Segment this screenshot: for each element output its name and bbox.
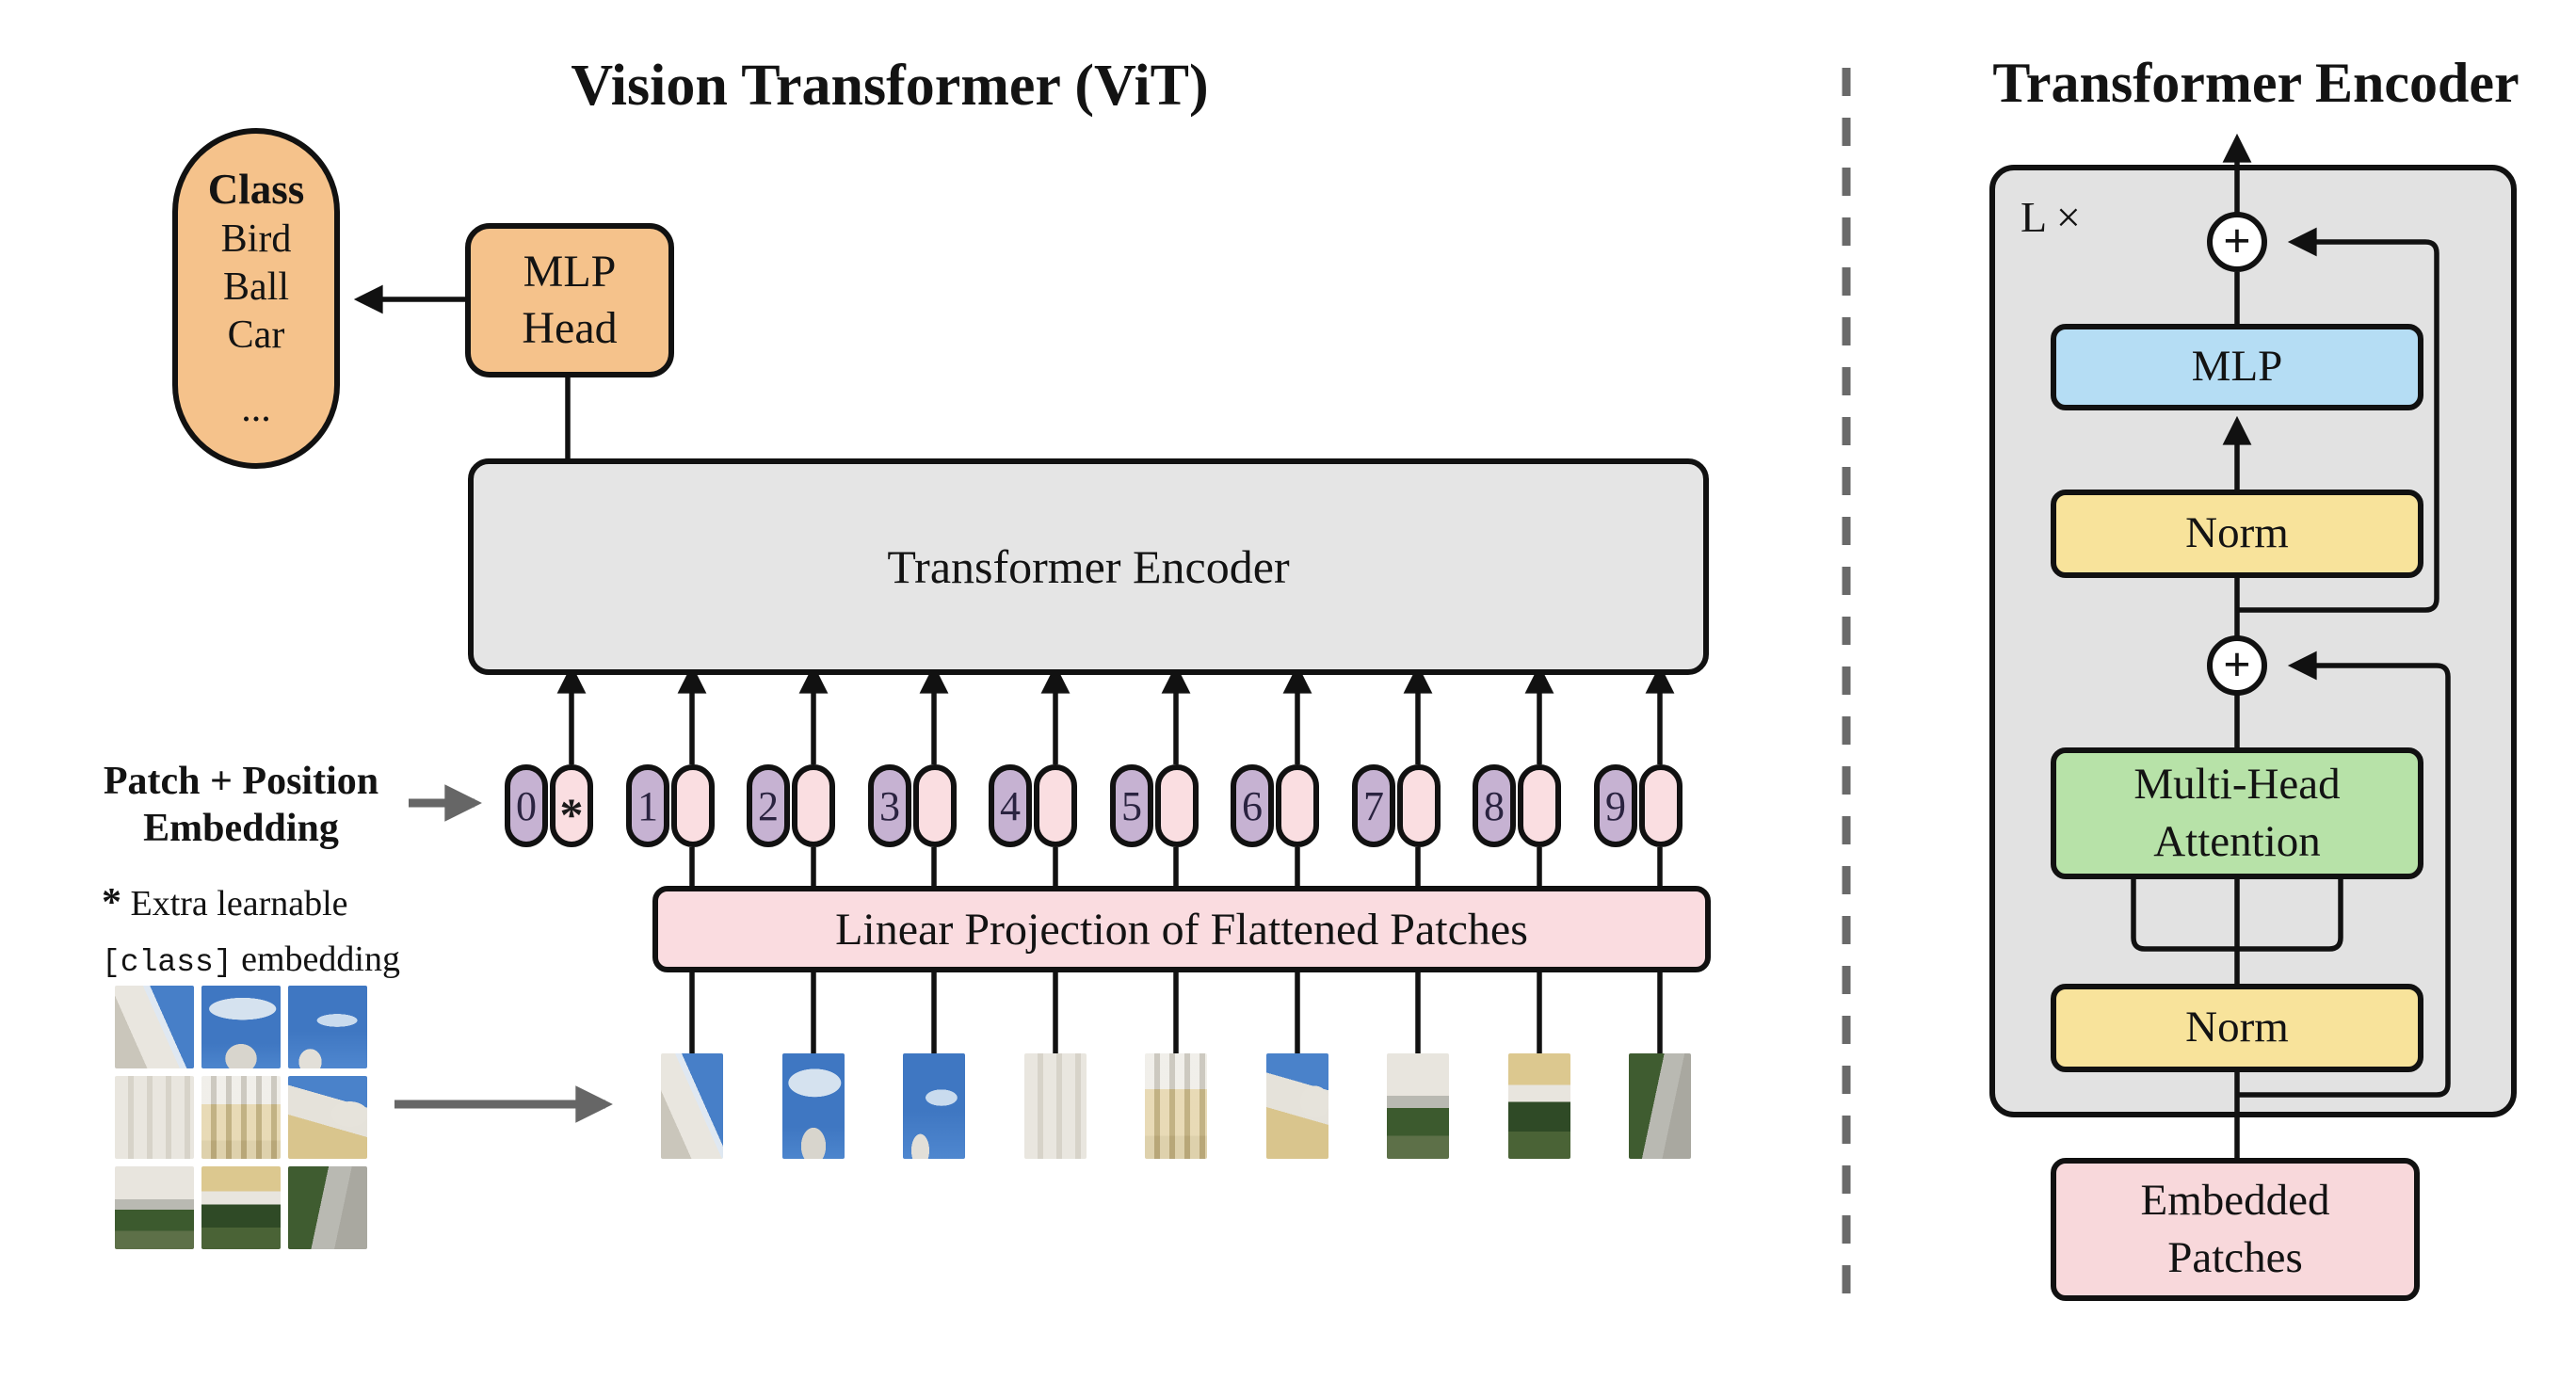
patch-position-line2: Embedding bbox=[143, 806, 339, 850]
patch-embedding-pill-7 bbox=[1397, 764, 1441, 847]
position-token-7: 7 bbox=[1352, 764, 1395, 847]
mha-label-line1: Multi-Head bbox=[2133, 759, 2341, 809]
class-item-bird: Bird bbox=[220, 217, 292, 261]
image-patch-4 bbox=[1024, 1053, 1087, 1159]
footnote-line2-text: embedding bbox=[232, 939, 400, 979]
image-patch-2 bbox=[782, 1053, 845, 1159]
residual-add-top: + bbox=[2207, 212, 2267, 272]
right-figure-title: Transformer Encoder bbox=[1992, 52, 2520, 114]
linear-projection-box: Linear Projection of Flattened Patches bbox=[652, 886, 1711, 972]
footnote-line1: * Extra learnable bbox=[102, 874, 400, 933]
norm-bottom-box: Norm bbox=[2051, 984, 2423, 1072]
norm-bottom-label: Norm bbox=[2185, 1003, 2289, 1052]
image-patch-3 bbox=[903, 1053, 965, 1159]
position-token-1: 1 bbox=[626, 764, 669, 847]
position-token-8: 8 bbox=[1473, 764, 1516, 847]
position-token-9: 9 bbox=[1594, 764, 1637, 847]
multi-head-attention-box: Multi-Head Attention bbox=[2051, 747, 2423, 879]
class-token-pill: * bbox=[550, 764, 593, 847]
layers-count-label: L × bbox=[2021, 193, 2081, 241]
arrow-qkv-right bbox=[2237, 748, 2356, 952]
image-patch-1 bbox=[661, 1053, 723, 1159]
patch-position-embedding-label: Patch + Position Embedding bbox=[79, 759, 403, 852]
residual-skip-top bbox=[2237, 227, 2439, 613]
class-embedding-footnote: * Extra learnable [class] embedding bbox=[102, 874, 400, 987]
patch-embedding-pill-5 bbox=[1155, 764, 1199, 847]
mlp-head-line1: MLP bbox=[523, 247, 617, 297]
mha-label-line2: Attention bbox=[2153, 817, 2321, 866]
patch-embedding-pill-8 bbox=[1518, 764, 1561, 847]
patch-embedding-pill-6 bbox=[1276, 764, 1319, 847]
class-item-car: Car bbox=[227, 313, 285, 358]
class-output-box: Class Bird Ball Car ... bbox=[172, 128, 340, 469]
gray-connectors bbox=[394, 784, 613, 1123]
footnote-class-code: [class] bbox=[102, 945, 233, 980]
linear-projection-label: Linear Projection of Flattened Patches bbox=[835, 904, 1528, 955]
class-ellipsis: ... bbox=[241, 386, 271, 430]
embedded-patches-box: Embedded Patches bbox=[2051, 1158, 2420, 1301]
transformer-encoder-box: Transformer Encoder bbox=[468, 458, 1709, 675]
class-item-ball: Ball bbox=[223, 265, 289, 310]
mlp-box: MLP bbox=[2051, 324, 2423, 410]
residual-add-bottom: + bbox=[2207, 635, 2267, 696]
mlp-head-box: MLP Head bbox=[465, 223, 674, 377]
position-token-0: 0 bbox=[505, 764, 548, 847]
input-grid-patch-1 bbox=[115, 986, 194, 1068]
footnote-line1-text: Extra learnable bbox=[121, 884, 348, 923]
input-grid-patch-4 bbox=[115, 1076, 194, 1159]
patch-embedding-pill-1 bbox=[671, 764, 715, 847]
position-token-6: 6 bbox=[1231, 764, 1274, 847]
norm-top-box: Norm bbox=[2051, 490, 2423, 578]
position-token-4: 4 bbox=[989, 764, 1032, 847]
mlp-label: MLP bbox=[2191, 342, 2283, 392]
patch-embedding-pill-9 bbox=[1639, 764, 1682, 847]
arrow-qkv-left bbox=[2118, 748, 2237, 952]
left-figure-title: Vision Transformer (ViT) bbox=[571, 54, 1209, 118]
footnote-star: * bbox=[102, 881, 121, 924]
position-token-2: 2 bbox=[747, 764, 790, 847]
image-patch-6 bbox=[1266, 1053, 1328, 1159]
image-patch-7 bbox=[1387, 1053, 1449, 1159]
input-grid-patch-7 bbox=[115, 1166, 194, 1249]
input-grid-patch-5 bbox=[201, 1076, 281, 1159]
image-patch-5 bbox=[1145, 1053, 1207, 1159]
embedded-patches-line2: Patches bbox=[2167, 1233, 2303, 1282]
norm-top-label: Norm bbox=[2185, 508, 2289, 558]
patch-embedding-pill-4 bbox=[1034, 764, 1077, 847]
input-grid-patch-6 bbox=[288, 1076, 367, 1159]
footnote-line2: [class] embedding bbox=[102, 933, 400, 987]
embedded-patches-line1: Embedded bbox=[2140, 1175, 2330, 1225]
patch-embedding-pill-3 bbox=[913, 764, 957, 847]
input-grid-patch-8 bbox=[201, 1166, 281, 1249]
class-token-star: * bbox=[559, 788, 584, 841]
mlp-head-line2: Head bbox=[522, 303, 618, 353]
residual-skip-bottom bbox=[2237, 650, 2451, 1098]
transformer-encoder-label: Transformer Encoder bbox=[887, 540, 1290, 593]
patch-position-line1: Patch + Position bbox=[103, 760, 379, 803]
input-grid-patch-9 bbox=[288, 1166, 367, 1249]
patch-embedding-pill-2 bbox=[792, 764, 835, 847]
class-heading: Class bbox=[207, 166, 305, 214]
position-token-3: 3 bbox=[868, 764, 911, 847]
image-patch-9 bbox=[1629, 1053, 1691, 1159]
image-patch-8 bbox=[1508, 1053, 1570, 1159]
input-grid-patch-3 bbox=[288, 986, 367, 1068]
position-token-5: 5 bbox=[1110, 764, 1153, 847]
input-grid-patch-2 bbox=[201, 986, 281, 1068]
